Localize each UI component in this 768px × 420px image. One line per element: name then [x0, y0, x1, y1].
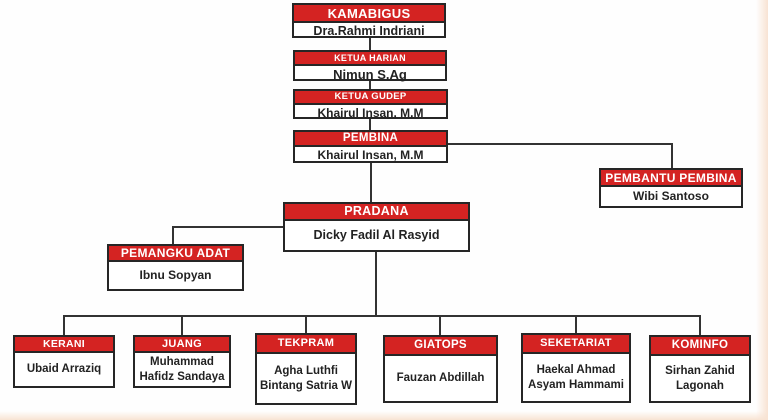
- role-label: TEKPRAM: [257, 335, 355, 354]
- connector-pradana-bus: [375, 251, 377, 317]
- edge-tint-right: [756, 0, 768, 420]
- role-label: KOMINFO: [651, 337, 749, 356]
- connector-pembina-pradana: [370, 161, 372, 203]
- connector-pradana-pemangku-horizontal: [172, 226, 285, 228]
- person-name: Ibnu Sopyan: [139, 268, 212, 282]
- org-node-pemangku-adat: PEMANGKU ADAT Ibnu Sopyan: [107, 244, 244, 291]
- person-name: Wibi Santoso: [633, 189, 709, 203]
- connector-stub-juang: [181, 315, 183, 335]
- org-node-seketariat: SEKETARIAT Haekal Ahmad Asyam Hammami: [521, 333, 631, 403]
- connector-stub-kominfo: [699, 315, 701, 335]
- connector-ketuaharian-ketuagudep: [369, 79, 371, 90]
- role-label: PEMBANTU PEMBINA: [601, 170, 741, 187]
- org-node-kominfo: KOMINFO Sirhan Zahid Lagonah: [649, 335, 751, 403]
- person-name: Muhammad Hafidz Sandaya: [139, 356, 225, 383]
- person-name: Ubaid Arraziq: [26, 363, 102, 376]
- org-node-kamabigus: KAMABIGUS Dra.Rahmi Indriani: [292, 3, 446, 38]
- person-name: Khairul Insan, M.M: [317, 106, 424, 120]
- person-name: Dra.Rahmi Indriani: [313, 24, 425, 38]
- connector-stub-kerani: [63, 315, 65, 335]
- connector-stub-giatops: [439, 315, 441, 335]
- role-label: KETUA GUDEP: [295, 91, 446, 105]
- role-label: KAMABIGUS: [294, 5, 444, 23]
- role-label: SEKETARIAT: [523, 335, 629, 354]
- connector-kamabigus-ketuaharian: [369, 37, 371, 51]
- person-name: Sirhan Zahid Lagonah: [665, 365, 735, 392]
- org-node-ketua-gudep: KETUA GUDEP Khairul Insan, M.M: [293, 89, 448, 120]
- org-node-kerani: KERANI Ubaid Arraziq: [13, 335, 115, 388]
- org-node-ketua-harian: KETUA HARIAN Nimun S.Ag: [293, 50, 447, 82]
- role-label: PEMANGKU ADAT: [109, 246, 242, 262]
- person-name: Fauzan Abdillah: [396, 372, 485, 385]
- org-node-pembantu-pembina: PEMBANTU PEMBINA Wibi Santoso: [599, 168, 743, 208]
- connector-ketuagudep-pembina: [369, 117, 371, 131]
- role-label: GIATOPS: [385, 337, 496, 356]
- connector-stub-seketariat: [575, 315, 577, 333]
- org-node-tekpram: TEKPRAM Agha Luthfi Bintang Satria W: [255, 333, 357, 405]
- role-label: KETUA HARIAN: [295, 52, 445, 66]
- role-label: PRADANA: [285, 204, 468, 221]
- connector-stub-tekpram: [305, 315, 307, 334]
- org-node-pembina: PEMBINA Khairul Insan, M.M: [293, 130, 448, 163]
- connector-pembina-pembantu-vertical: [671, 143, 673, 169]
- role-label: KERANI: [15, 337, 113, 353]
- person-name: Agha Luthfi Bintang Satria W: [260, 365, 353, 392]
- role-label: JUANG: [135, 337, 229, 353]
- edge-tint-bottom: [0, 411, 768, 420]
- person-name: Khairul Insan, M.M: [317, 148, 424, 162]
- person-name: Nimun S.Ag: [333, 67, 407, 82]
- org-node-giatops: GIATOPS Fauzan Abdillah: [383, 335, 498, 403]
- org-node-juang: JUANG Muhammad Hafidz Sandaya: [133, 335, 231, 388]
- person-name: Dicky Fadil Al Rasyid: [313, 227, 440, 242]
- connector-bus-horizontal: [63, 315, 701, 317]
- person-name: Haekal Ahmad Asyam Hammami: [528, 364, 624, 391]
- connector-pradana-pemangku-vertical: [172, 226, 174, 245]
- role-label: PEMBINA: [295, 132, 446, 147]
- connector-pembina-pembantu-horizontal: [447, 143, 673, 145]
- org-node-pradana: PRADANA Dicky Fadil Al Rasyid: [283, 202, 470, 252]
